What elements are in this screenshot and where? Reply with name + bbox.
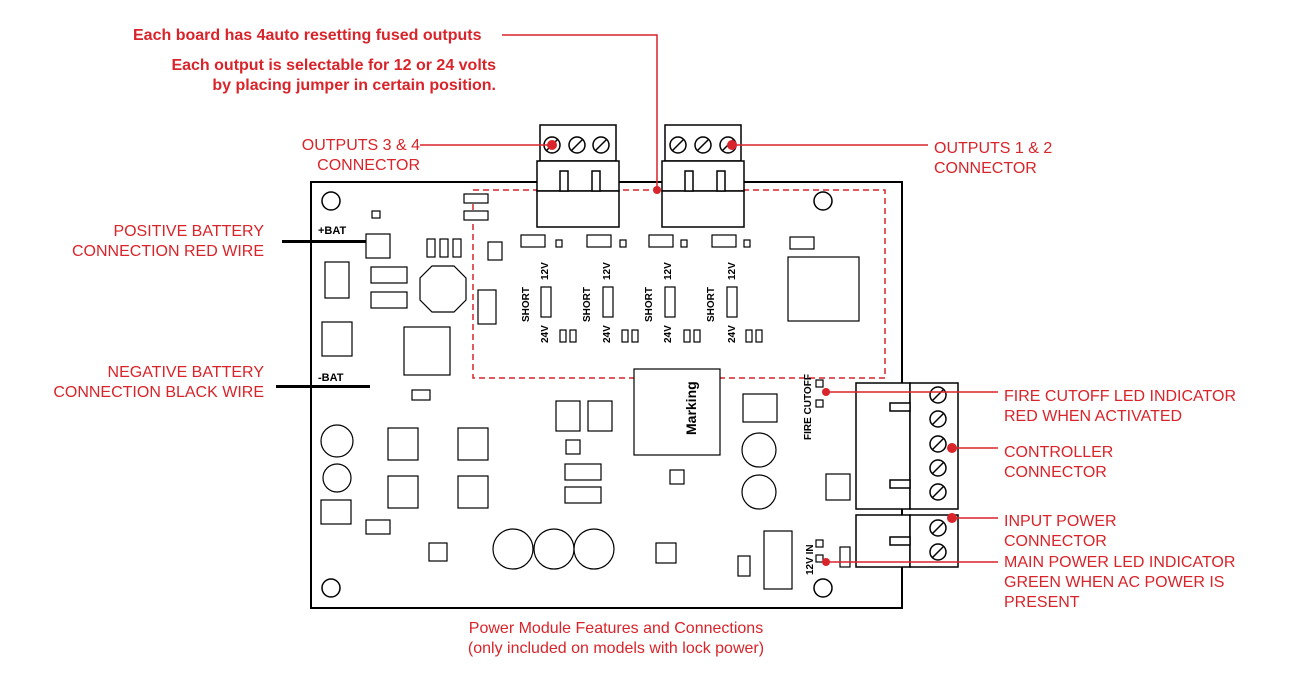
bat-neg-label: -BAT [318, 372, 344, 384]
fire-led-callout-line1: FIRE CUTOFF LED INDICATOR [1004, 388, 1237, 405]
outputs-12-callout-line2: CONNECTOR [934, 160, 1037, 177]
input-power-callout-line1: INPUT POWER [1004, 513, 1117, 530]
v12-in-label: 12V IN [805, 544, 816, 575]
terminal-outputs-1-2 [661, 124, 745, 228]
selectable-callout-line1: Each output is selectable for 12 or 24 v… [171, 57, 496, 74]
main-led-callout-line3: PRESENT [1004, 594, 1080, 611]
svg-text:12V: 12V [663, 262, 674, 280]
caption-line1: Power Module Features and Connections [468, 620, 764, 637]
terminal-controller [855, 382, 959, 510]
terminal-outputs-3-4 [536, 124, 620, 228]
main-led-callout-line2: GREEN WHEN AC POWER IS [1004, 574, 1225, 591]
callout-dots [547, 140, 957, 566]
pcb-components: Marking [320, 193, 860, 590]
svg-text:12V: 12V [602, 262, 613, 280]
mounting-holes [321, 191, 833, 598]
selectable-callout-line2: by placing jumper in certain position. [212, 77, 496, 94]
svg-text:SHORT: SHORT [521, 287, 532, 322]
output-channel-1: SHORT 12V 24V [521, 262, 551, 343]
fire-cutoff-label: FIRE CUTOFF [803, 374, 814, 440]
output-channel-3: SHORT 12V 24V [644, 262, 674, 343]
outputs-34-callout-line1: OUTPUTS 3 & 4 [301, 137, 420, 154]
pos-battery-callout-line1: POSITIVE BATTERY [113, 223, 264, 240]
fire-led-callout-line2: RED WHEN ACTIVATED [1004, 408, 1183, 425]
svg-text:24V: 24V [602, 325, 613, 343]
outputs-12-callout-line1: OUTPUTS 1 & 2 [934, 140, 1053, 157]
callout-leaders [420, 34, 998, 563]
bat-pos-label: +BAT [318, 225, 346, 237]
fused-outputs-callout: Each board has 4auto resetting fused out… [133, 27, 482, 44]
caption-line2: (only included on models with lock power… [467, 640, 765, 657]
svg-text:12V: 12V [727, 262, 738, 280]
terminal-input-power [855, 514, 959, 568]
neg-battery-callout-line1: NEGATIVE BATTERY [107, 364, 264, 381]
output-channel-4: SHORT 12V 24V [706, 262, 738, 343]
positive-battery-lead [282, 240, 368, 243]
pos-battery-callout-line2: CONNECTION RED WIRE [72, 243, 264, 260]
negative-battery-lead [276, 385, 370, 388]
output-channel-2: SHORT 12V 24V [582, 262, 613, 343]
neg-battery-callout-line2: CONNECTION BLACK WIRE [53, 384, 264, 401]
svg-text:SHORT: SHORT [644, 287, 655, 322]
input-power-callout-line2: CONNECTOR [1004, 533, 1107, 550]
main-led-callout-line1: MAIN POWER LED INDICATOR [1004, 554, 1236, 571]
svg-text:24V: 24V [727, 325, 738, 343]
controller-callout-line2: CONNECTOR [1004, 464, 1107, 481]
svg-text:Marking: Marking [683, 381, 699, 435]
outputs-34-callout-line2: CONNECTOR [317, 157, 420, 174]
svg-text:SHORT: SHORT [706, 287, 717, 322]
svg-text:SHORT: SHORT [582, 287, 593, 322]
svg-text:24V: 24V [663, 325, 674, 343]
svg-text:24V: 24V [540, 325, 551, 343]
svg-text:12V: 12V [540, 262, 551, 280]
controller-callout-line1: CONTROLLER [1004, 444, 1114, 461]
